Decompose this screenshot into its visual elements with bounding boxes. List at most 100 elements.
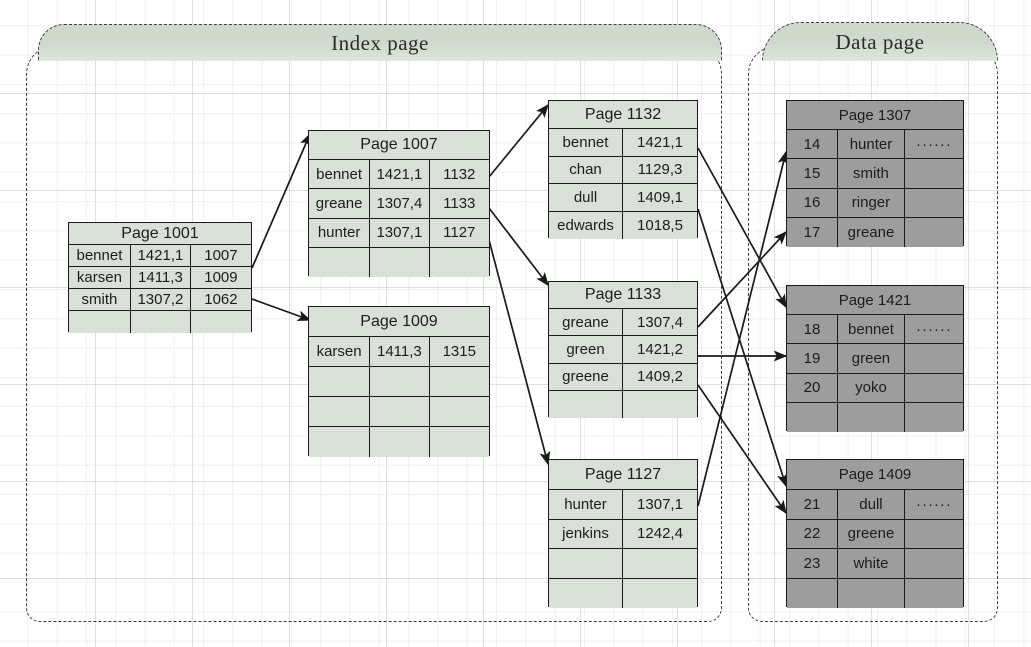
- table-cell: [787, 402, 839, 432]
- table-cell: 1421,1: [370, 160, 430, 190]
- table-cell: smith: [838, 159, 905, 189]
- table-cell: [623, 578, 697, 608]
- table-cell: 1127: [429, 218, 489, 248]
- table-row[interactable]: [549, 549, 697, 579]
- table-cell: [904, 578, 963, 608]
- table-row[interactable]: [549, 390, 697, 418]
- table-row[interactable]: [69, 311, 251, 333]
- table-cell: 1409,2: [623, 363, 697, 391]
- table-row[interactable]: [309, 397, 489, 427]
- table-row[interactable]: [309, 427, 489, 457]
- table-cell: [904, 344, 963, 374]
- table-cell: green: [549, 336, 623, 364]
- table-cell: 1307,1: [370, 218, 430, 248]
- table-cell: bennet: [549, 129, 623, 157]
- table-title: Page 1421: [787, 286, 963, 315]
- table-cell: [904, 373, 963, 403]
- table-row[interactable]: [309, 247, 489, 277]
- table-title-row: Page 1132: [549, 101, 697, 129]
- table-title-row: Page 1421: [787, 286, 963, 315]
- table-cell: [623, 549, 697, 579]
- table-cell: [309, 427, 371, 457]
- table-title: Page 1132: [549, 101, 697, 129]
- table-cell: 17: [787, 217, 839, 247]
- table-cell: dull: [838, 490, 905, 520]
- table-cell: 1007: [190, 245, 251, 267]
- table-cell: [904, 217, 963, 247]
- table-cell: ringer: [838, 188, 905, 218]
- table-cell: [904, 402, 963, 432]
- table-cell: greane: [838, 217, 905, 247]
- table-cell: 1411,3: [130, 267, 191, 289]
- table-cell: [69, 311, 131, 333]
- table-cell: karsen: [69, 267, 131, 289]
- table-cell: greane: [309, 189, 371, 219]
- table-cell: 1307,4: [370, 189, 430, 219]
- table-cell: 1421,1: [130, 245, 191, 267]
- table-cell: [130, 311, 191, 333]
- table-cell: 1242,4: [623, 519, 697, 549]
- table-cell: [429, 427, 489, 457]
- table-cell: bennet: [838, 315, 905, 345]
- data-page-title: Data page: [835, 29, 925, 54]
- table-cell: 22: [787, 519, 839, 549]
- table-row[interactable]: [787, 402, 963, 432]
- table-cell: 23: [787, 549, 839, 579]
- table-title: Page 1127: [549, 460, 697, 490]
- table-cell: 1018,5: [623, 211, 697, 239]
- table-cell: 1411,3: [370, 337, 430, 367]
- table-row[interactable]: [787, 578, 963, 608]
- table-cell: 1421,1: [623, 129, 697, 157]
- index-page-title: Index page: [331, 30, 429, 55]
- table-cell: 15: [787, 159, 839, 189]
- table-cell: [309, 367, 371, 397]
- table-cell: 21: [787, 490, 839, 520]
- table-cell: [370, 367, 430, 397]
- table-cell: hunter: [549, 490, 623, 520]
- table-cell: chan: [549, 156, 623, 184]
- table-cell: edwards: [549, 211, 623, 239]
- table-row[interactable]: [309, 367, 489, 397]
- table-cell: 1009: [190, 267, 251, 289]
- table-cell: 1421,2: [623, 336, 697, 364]
- table-cell: [429, 247, 489, 277]
- table-row[interactable]: [549, 578, 697, 608]
- table-cell: 1129,3: [623, 156, 697, 184]
